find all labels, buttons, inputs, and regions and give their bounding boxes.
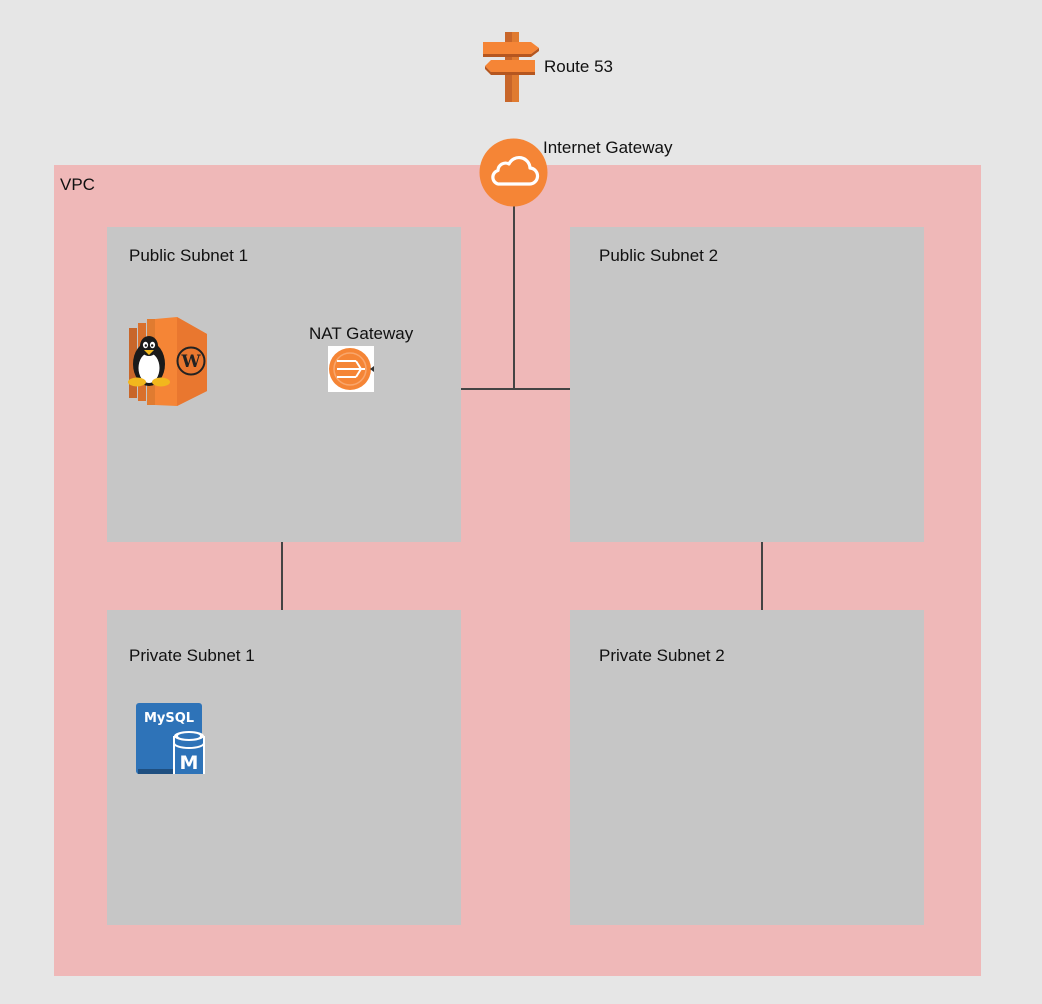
subnet-1-connector-line: [281, 542, 283, 610]
mysql-database-icon: MySQL M: [136, 703, 206, 777]
linux-penguin-icon: [126, 334, 172, 388]
svg-text:W: W: [180, 352, 201, 372]
internet-gateway-label: Internet Gateway: [543, 138, 673, 157]
private-subnet-1-label: Private Subnet 1: [129, 646, 255, 665]
nat-gateway-label: NAT Gateway: [309, 324, 414, 343]
wordpress-icon: W: [176, 346, 206, 376]
public-subnets-connector-line: [461, 388, 570, 390]
route53-label: Route 53: [544, 57, 613, 76]
public-subnet-1-label: Public Subnet 1: [129, 246, 249, 265]
igw-connector-line: [513, 205, 515, 390]
public-subnet-2: [570, 227, 924, 542]
mysql-letter-text: M: [180, 752, 199, 774]
public-subnet-2-label: Public Subnet 2: [599, 246, 719, 265]
cloud-icon: [479, 138, 548, 207]
route53-signpost-icon: [483, 30, 541, 102]
private-subnet-2-label: Private Subnet 2: [599, 646, 725, 665]
private-subnet-2: [570, 610, 924, 925]
vpc-label: VPC: [60, 175, 95, 194]
nat-gateway-icon: [328, 346, 374, 392]
subnet-2-connector-line: [761, 542, 763, 610]
mysql-badge-text: MySQL: [144, 711, 194, 726]
